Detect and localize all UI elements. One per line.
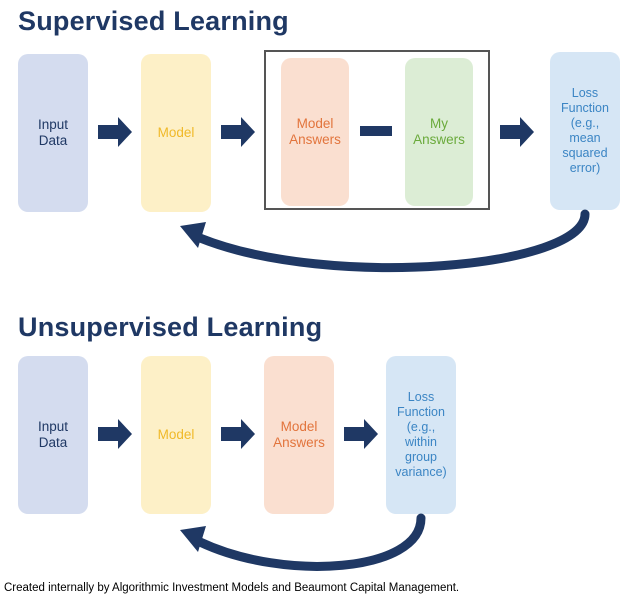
minus-sign <box>360 126 392 136</box>
unsup-arrow-model-to-answers <box>221 419 255 449</box>
supervised-title: Supervised Learning <box>18 6 289 36</box>
answers-comparison-frame <box>264 50 490 210</box>
unsup-loss-function-box: Loss Function (e.g., within group varian… <box>386 356 456 514</box>
sup-feedback-curve <box>195 209 590 273</box>
sup-feedback-arrowhead <box>180 222 206 248</box>
sup-model-answers-label: Model Answers <box>289 116 341 147</box>
sup-arrow-model-to-answers <box>221 117 255 147</box>
sup-loss-function-box: Loss Function (e.g., mean squared error) <box>550 52 620 210</box>
unsup-model-box: Model <box>141 356 211 514</box>
unsup-loss-function-label: Loss Function (e.g., within group varian… <box>395 390 447 479</box>
sup-model-box: Model <box>141 54 211 212</box>
sup-arrow-answers-to-loss <box>500 117 534 147</box>
unsup-arrow-answers-to-loss <box>344 419 378 449</box>
unsup-input-data-box: Input Data <box>18 356 88 514</box>
source-caption: Created internally by Algorithmic Invest… <box>4 582 460 594</box>
unsup-input-data-label: Input Data <box>37 419 69 450</box>
unsup-feedback-curve <box>195 513 426 571</box>
unsup-feedback-arrowhead <box>180 526 206 552</box>
sup-arrow-input-to-model <box>98 117 132 147</box>
unsup-model-answers-box: Model Answers <box>264 356 334 514</box>
unsup-arrow-input-to-model <box>98 419 132 449</box>
sup-model-label: Model <box>157 125 195 140</box>
sup-loss-function-label: Loss Function (e.g., mean squared error) <box>561 86 609 175</box>
sup-input-data-box: Input Data <box>18 54 88 212</box>
sup-input-data-label: Input Data <box>37 117 69 148</box>
sup-model-answers-box: Model Answers <box>281 58 349 206</box>
unsup-model-answers-label: Model Answers <box>273 419 325 450</box>
my-answers-box: My Answers <box>405 58 473 206</box>
my-answers-label: My Answers <box>413 116 465 147</box>
unsupervised-title: Unsupervised Learning <box>18 312 323 342</box>
unsup-model-label: Model <box>157 427 195 442</box>
